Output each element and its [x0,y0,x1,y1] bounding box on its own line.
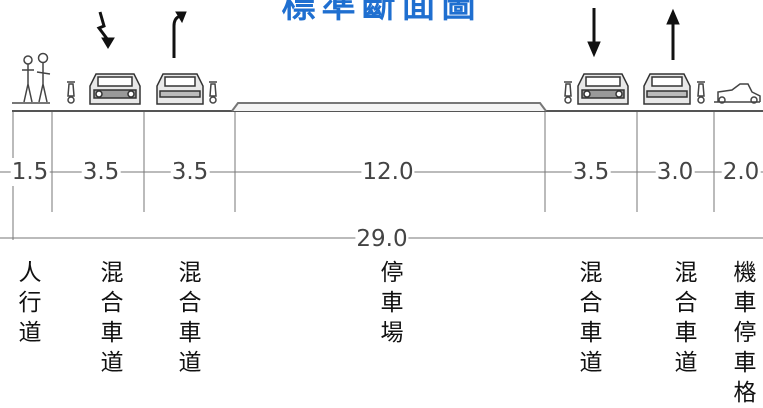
zone-label-parking: 停車場 [380,260,404,346]
zone-label-lane-2: 混合車道 [178,260,202,376]
dimension-lane-1: 3.5 [81,158,121,186]
dimension-total: 29.0 [355,225,409,253]
scooter-icon [209,81,217,104]
motorcycle-icon [714,83,761,104]
car-front-icon [156,73,204,105]
car-front-icon [643,73,691,105]
dimension-lane-3: 3.5 [571,158,611,186]
dimension-scooter-parking: 2.0 [721,158,761,186]
down-arrow-icon [587,8,601,58]
up-arrow-icon [666,8,680,60]
zone-label-lane-4: 混合車道 [674,260,698,376]
dimension-parking: 12.0 [361,158,415,186]
turn-down-arrow-icon [96,11,115,49]
car-front-icon [89,73,141,105]
parking-median [231,102,547,112]
zone-label-sidewalk: 人行道 [18,260,42,346]
zone-label-lane-1: 混合車道 [100,260,124,376]
scooter-icon [67,81,75,104]
scooter-icon [697,81,705,104]
zone-label-lane-3: 混合車道 [579,260,603,376]
dimension-ticks [12,112,715,240]
car-front-icon [577,73,629,105]
scooter-icon [564,81,572,104]
zone-label-scooter-parking: 機車停車格 [733,260,757,406]
diagram-title: 標準斷面圖 [281,0,482,26]
turn-right-up-arrow-icon [172,11,187,58]
dimension-lane-2: 3.5 [170,158,210,186]
dimension-sidewalk: 1.5 [10,158,50,186]
dimension-lane-4: 3.0 [655,158,695,186]
pedestrian-icon [22,52,51,103]
